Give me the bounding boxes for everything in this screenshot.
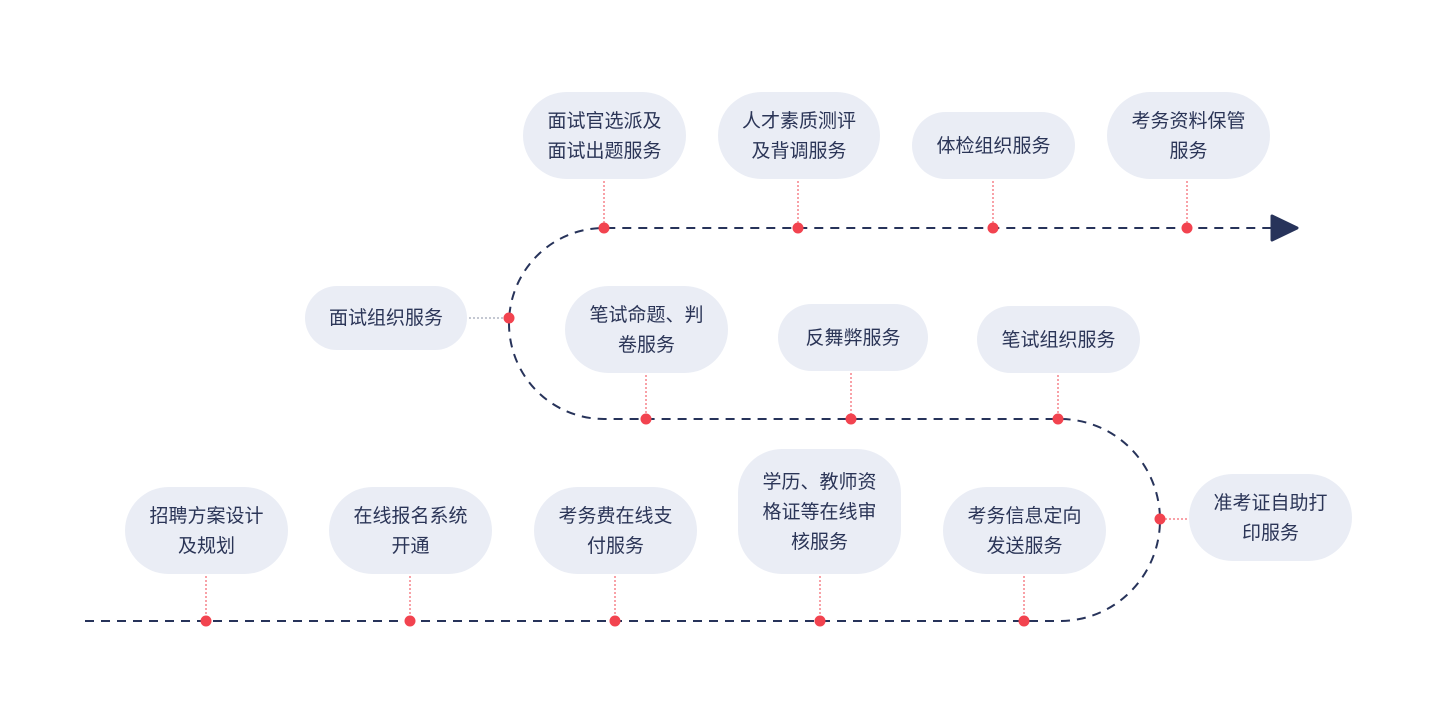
milestone-dot	[200, 615, 212, 627]
node-exam-info-notification: 考务信息定向发送服务	[943, 487, 1106, 574]
node-talent-assessment: 人才素质测评及背调服务	[718, 92, 880, 179]
node-anti-cheating: 反舞弊服务	[778, 304, 928, 371]
node-label: 面试组织服务	[328, 307, 443, 329]
milestone-dot	[987, 222, 999, 234]
milestone-dot	[640, 413, 652, 425]
milestone-dot	[1154, 513, 1166, 525]
milestone-dot	[404, 615, 416, 627]
milestone-dot	[814, 615, 826, 627]
node-online-registration: 在线报名系统开通	[329, 487, 492, 574]
node-online-qualification-review: 学历、教师资格证等在线审核服务	[738, 449, 901, 574]
milestone-dot	[1181, 222, 1193, 234]
node-admission-ticket-print: 准考证自助打印服务	[1189, 474, 1352, 561]
node-label: 反舞弊服务	[805, 326, 901, 349]
arrow-head-icon	[1270, 214, 1299, 242]
milestone-dot	[845, 413, 857, 425]
node-label: 考务信息定向发送服务	[967, 504, 1082, 557]
milestone-dot	[503, 312, 515, 324]
node-interview-organization: 面试组织服务	[305, 286, 467, 350]
node-written-exam-organization: 笔试组织服务	[977, 306, 1140, 373]
milestone-dot	[1018, 615, 1030, 627]
node-label: 在线报名系统开通	[353, 504, 468, 557]
node-label: 笔试组织服务	[1001, 328, 1116, 351]
node-label: 准考证自助打印服务	[1213, 491, 1328, 544]
node-interviewer-assign: 面试官选派及面试出题服务	[523, 92, 686, 179]
node-label: 人才素质测评及背调服务	[741, 109, 856, 162]
milestone-dot	[609, 615, 621, 627]
node-physical-exam: 体检组织服务	[912, 112, 1075, 179]
node-label: 学历、教师资格证等在线审核服务	[762, 470, 877, 553]
milestone-dot	[1052, 413, 1064, 425]
node-label: 考务资料保管服务	[1131, 109, 1246, 162]
node-label: 笔试命题、判卷服务	[589, 303, 704, 356]
node-label: 面试官选派及面试出题服务	[547, 109, 662, 162]
milestone-dot	[598, 222, 610, 234]
milestone-dot	[792, 222, 804, 234]
node-written-exam-grading: 笔试命题、判卷服务	[565, 286, 728, 373]
node-label: 体检组织服务	[936, 134, 1051, 157]
node-label: 考务费在线支付服务	[558, 504, 673, 557]
node-recruitment-planning: 招聘方案设计及规划	[125, 487, 288, 574]
node-label: 招聘方案设计及规划	[149, 504, 264, 557]
node-material-storage: 考务资料保管服务	[1107, 92, 1270, 179]
node-exam-fee-payment: 考务费在线支付服务	[534, 487, 697, 574]
